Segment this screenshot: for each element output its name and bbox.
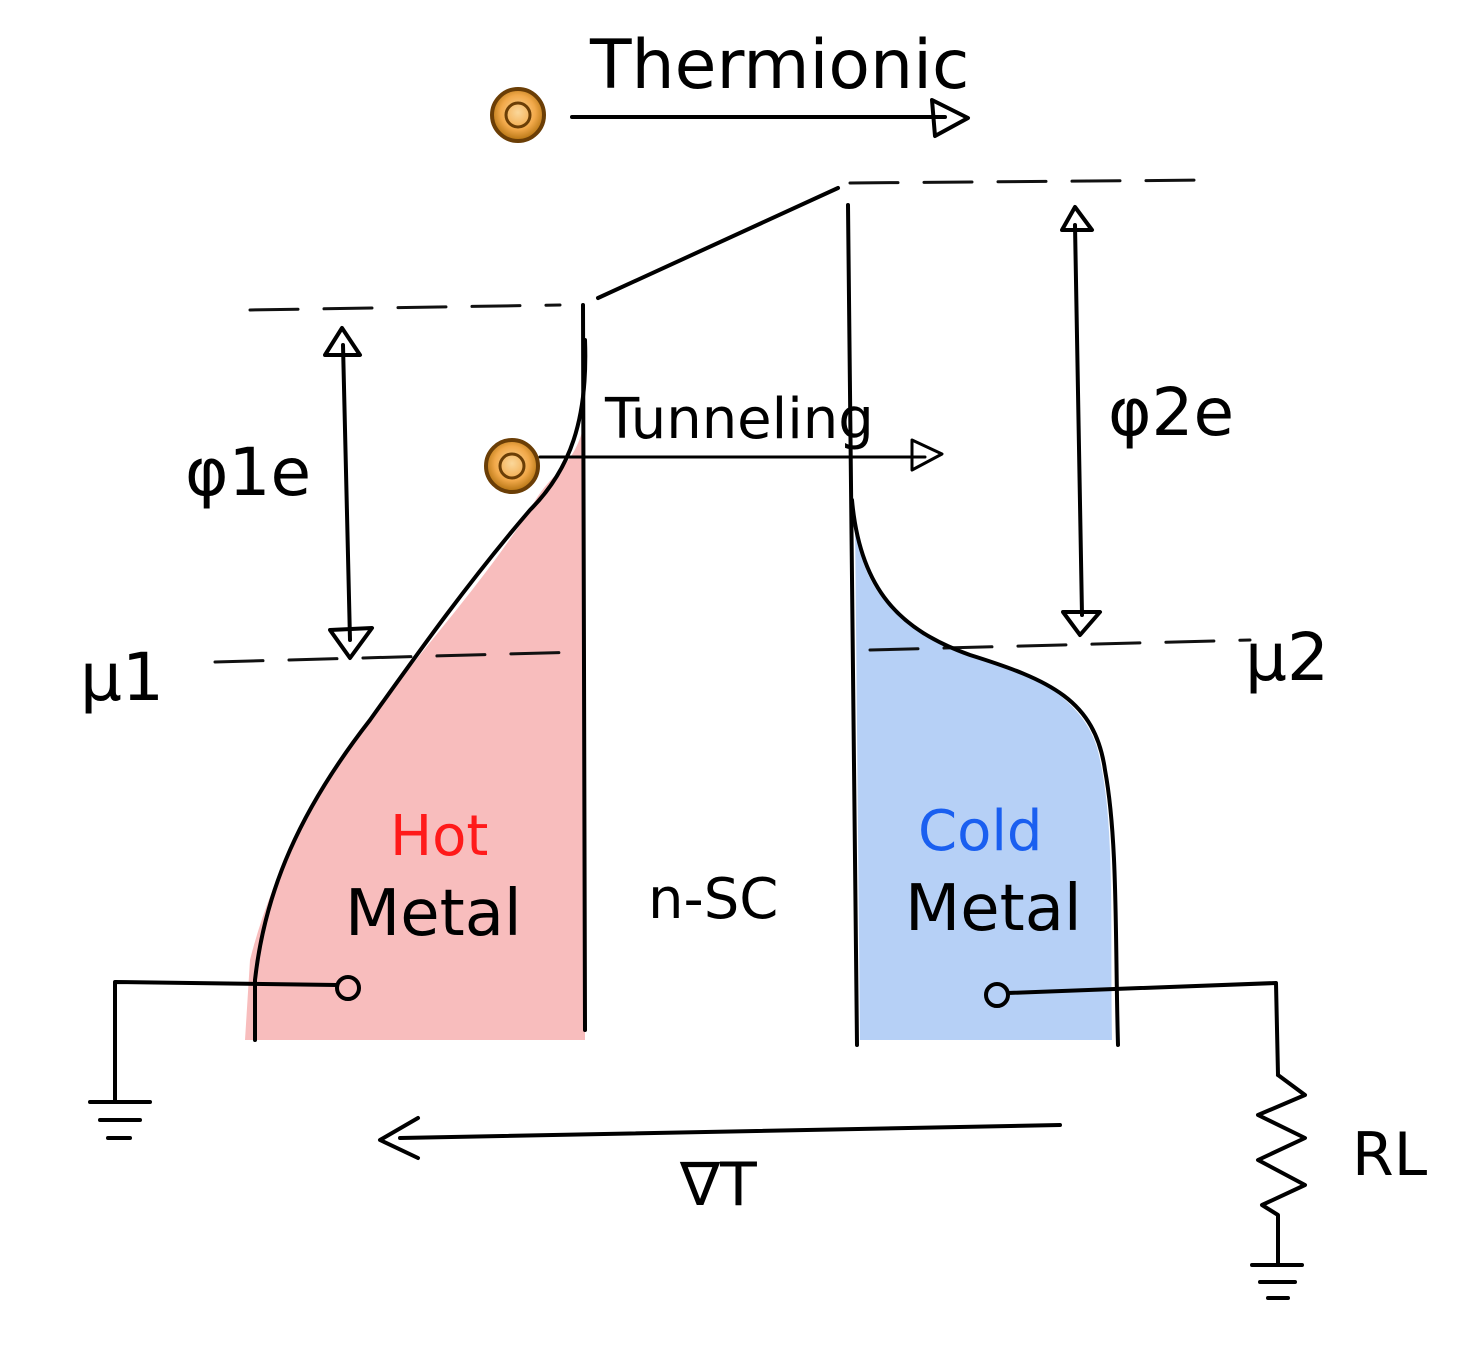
tunneling-electron bbox=[484, 438, 540, 494]
cold-metal-region bbox=[855, 520, 1112, 1040]
phi2e-label: φ2e bbox=[1108, 374, 1234, 451]
grad-t-arrowhead bbox=[378, 1116, 420, 1160]
tunneling-label: Tunneling bbox=[604, 387, 874, 452]
phi1e-arrowhead-bottom bbox=[328, 626, 374, 660]
rl-label: RL bbox=[1352, 1120, 1428, 1190]
hot-label: Hot bbox=[390, 804, 488, 869]
hot-metal-label: Metal bbox=[345, 877, 522, 951]
mu2-label: μ2 bbox=[1245, 619, 1329, 696]
hot-metal-region bbox=[245, 420, 585, 1040]
grad-t-arrow-line bbox=[398, 1123, 1062, 1140]
phi1e-label: φ1e bbox=[185, 434, 311, 511]
hot-metal-edge bbox=[253, 338, 588, 1042]
nsc-label: n-SC bbox=[648, 867, 778, 932]
grad-t-label: ∇T bbox=[679, 1150, 757, 1220]
mu1-level bbox=[213, 650, 582, 664]
cold-metal-edge bbox=[850, 498, 1120, 1047]
left-ground-icon bbox=[88, 1100, 152, 1140]
resistor-icon bbox=[1256, 1073, 1307, 1267]
right-wire bbox=[1006, 981, 1280, 1077]
thermionic-electron bbox=[490, 87, 546, 143]
cold-label: Cold bbox=[918, 799, 1042, 864]
left-terminal bbox=[335, 975, 361, 1001]
phi2-barrier-level bbox=[848, 178, 1217, 185]
phi1e-arrowhead-top bbox=[323, 326, 362, 357]
tunneling-arrowhead bbox=[910, 438, 944, 472]
right-ground-icon bbox=[1250, 1263, 1304, 1300]
left-interface-line bbox=[581, 303, 587, 1032]
phi1-barrier-level bbox=[248, 303, 562, 312]
phi2e-arrow-line bbox=[1073, 223, 1084, 617]
right-interface-line bbox=[846, 203, 859, 1047]
left-wire bbox=[113, 980, 339, 1102]
phi2e-arrowhead-bottom bbox=[1061, 610, 1102, 637]
right-terminal bbox=[984, 982, 1010, 1008]
thermionic-arrowhead bbox=[930, 98, 970, 138]
cold-metal-label: Metal bbox=[905, 872, 1082, 946]
barrier-top bbox=[596, 186, 840, 300]
phi2e-arrowhead-top bbox=[1060, 205, 1094, 232]
thermionic-label: Thermionic bbox=[589, 26, 969, 105]
mu1-label: μ1 bbox=[80, 639, 164, 716]
phi1e-arrow-line bbox=[341, 343, 352, 642]
mu2-level bbox=[868, 638, 1252, 652]
